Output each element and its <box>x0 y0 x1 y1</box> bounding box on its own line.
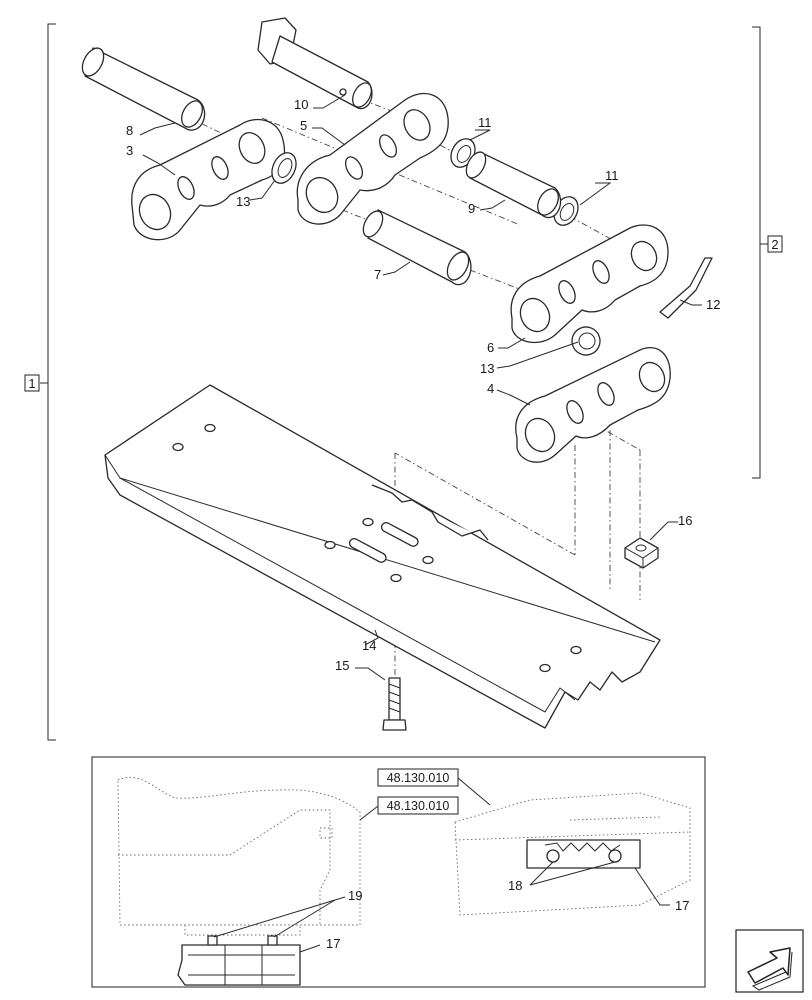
callout-11-upper[interactable]: 11 <box>478 115 492 130</box>
spring-pin-part-12 <box>659 257 713 319</box>
callout-11-lower[interactable]: 11 <box>605 168 619 183</box>
callout-6[interactable]: 6 <box>487 340 494 355</box>
callout-3[interactable]: 3 <box>126 143 133 158</box>
bolt-part-15 <box>382 677 407 731</box>
callout-10[interactable]: 10 <box>294 97 308 112</box>
seal-ring-part-13-upper <box>271 152 297 184</box>
callout-12[interactable]: 12 <box>706 297 720 312</box>
callout-2[interactable]: 2 <box>771 237 778 252</box>
callout-15[interactable]: 15 <box>335 658 349 673</box>
callout-9[interactable]: 9 <box>468 201 475 216</box>
reference-48-130-010-right[interactable]: 48.130.010 <box>387 771 450 785</box>
callout-13-upper[interactable]: 13 <box>236 194 250 209</box>
callout-7[interactable]: 7 <box>374 267 381 282</box>
bushing-part-7 <box>362 209 472 286</box>
bushing-part-8 <box>81 47 206 131</box>
track-link-part-6 <box>510 224 669 344</box>
track-link-part-4 <box>515 347 671 463</box>
callout-13-lower[interactable]: 13 <box>480 361 494 376</box>
nut-part-16 <box>624 537 659 569</box>
callout-8[interactable]: 8 <box>126 123 133 138</box>
track-link-part-3 <box>131 118 286 241</box>
callout-17-left[interactable]: 17 <box>326 936 340 951</box>
rail-detail-part-18 <box>526 839 641 869</box>
callout-labels: 8 3 10 5 11 11 9 7 12 13 6 13 4 16 14 15 <box>126 97 720 673</box>
callout-17-right[interactable]: 17 <box>675 898 689 913</box>
group-bracket-1: 1 <box>24 23 56 741</box>
callout-16[interactable]: 16 <box>678 513 692 528</box>
next-page-arrow-icon[interactable] <box>735 929 804 993</box>
callout-1[interactable]: 1 <box>28 376 35 391</box>
group-bracket-2: 2 <box>752 26 783 479</box>
callout-14[interactable]: 14 <box>362 638 376 653</box>
callout-19[interactable]: 19 <box>348 888 362 903</box>
bushing-part-9 <box>465 151 562 219</box>
reference-48-130-010-left[interactable]: 48.130.010 <box>387 799 450 813</box>
callout-5[interactable]: 5 <box>300 118 307 133</box>
master-pin-part-10 <box>257 17 373 110</box>
track-link-part-5 <box>296 92 449 225</box>
callout-4[interactable]: 4 <box>487 381 494 396</box>
track-shoe-part-14 <box>104 384 661 729</box>
callout-18[interactable]: 18 <box>508 878 522 893</box>
seal-ring-part-13-lower <box>571 326 601 356</box>
leader-lines <box>139 94 702 681</box>
shoe-detail-part-17 <box>177 935 301 986</box>
detail-inset: 48.130.010 48.130.010 19 17 18 17 <box>91 756 706 988</box>
